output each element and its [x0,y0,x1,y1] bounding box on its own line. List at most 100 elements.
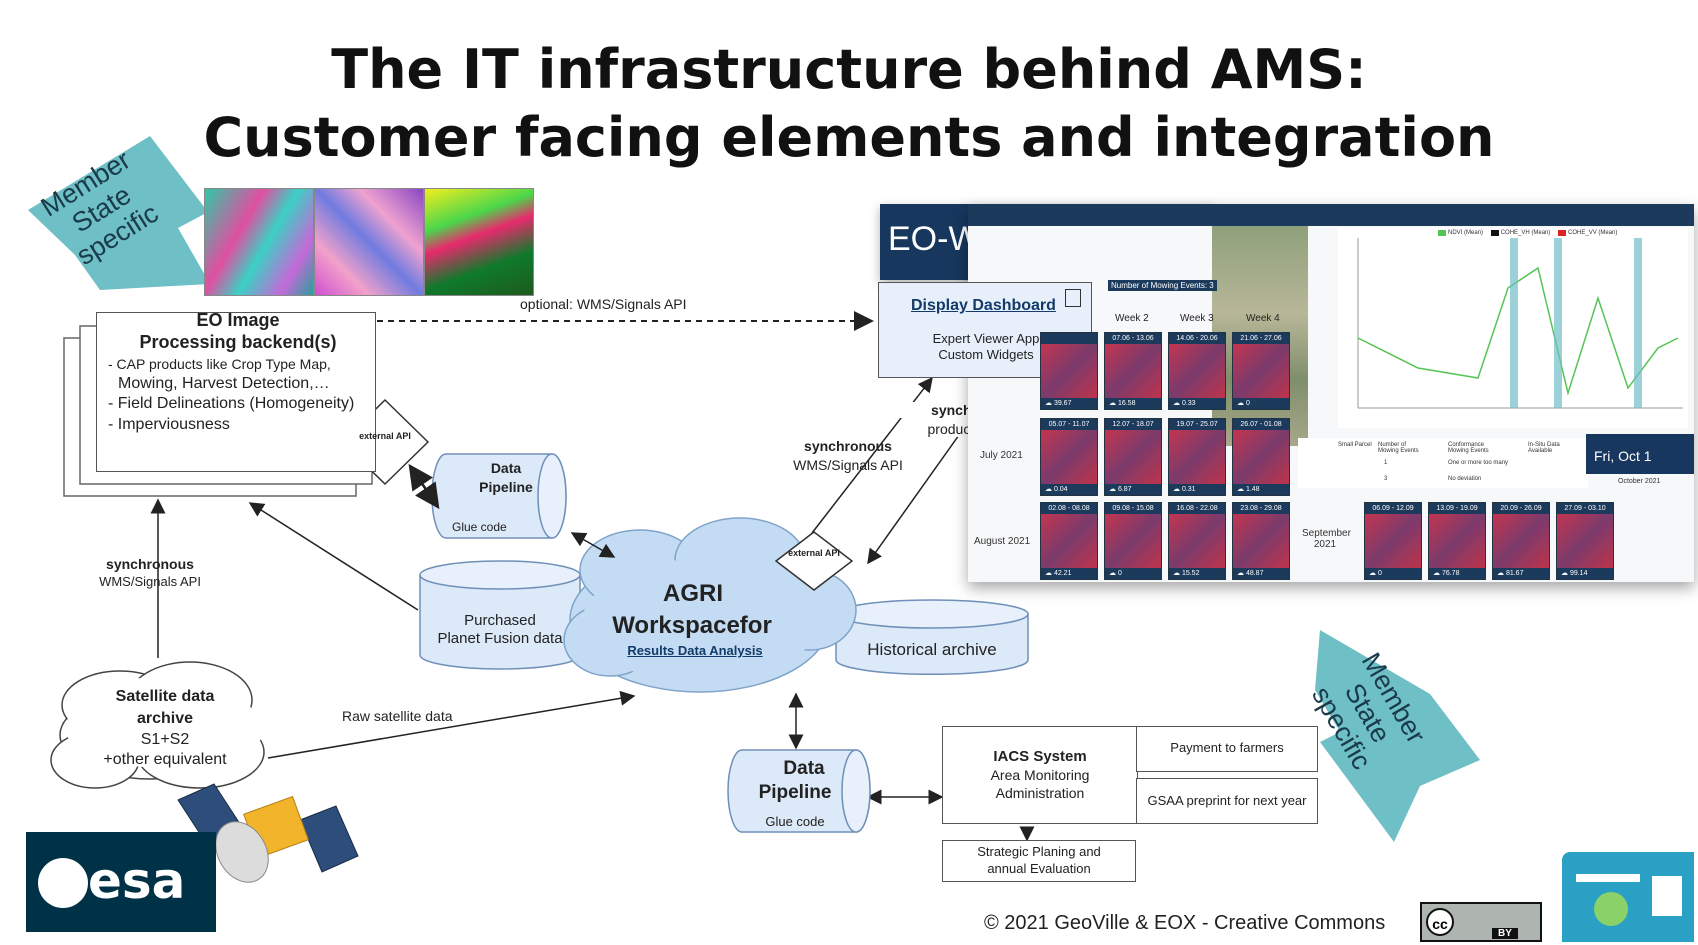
month-august: August 2021 [974,536,1031,547]
esa-logo-text: esa [88,852,186,910]
thumbnail-cloud-value: ☁ 39.67 [1041,398,1097,409]
map-thumbnail-2 [314,188,424,296]
thumbnail-date: 21.06 - 27.06 [1233,333,1289,344]
satellite-archive-cloud [50,661,265,789]
agri-results-link[interactable]: Results Data Analysis [627,643,763,658]
eo-title-1: EO Image [196,310,280,330]
th-insitu: In-Situ Data Available [1528,442,1560,454]
sync-mid-sub: WMS/Signals API [793,457,903,473]
thumbnail-cloud-value: ☁ 15.52 [1169,568,1225,579]
thumbnail-date: 27.09 - 03.10 [1557,503,1613,514]
agri-title-1: AGRI [663,580,723,607]
member-state-arrow-bottom [1315,630,1480,842]
widget-thumbnail[interactable]: ☁ 39.67 [1040,332,1098,410]
thumbnail-cloud-value: ☁ 76.78 [1429,568,1485,579]
pipeline-top-sub: Glue code [452,520,507,534]
iacs-l2: Area Monitoring [990,767,1090,783]
thumbnail-date: 13.09 - 19.09 [1429,503,1485,514]
thumbnail-cloud-value: ☁ 16.58 [1105,398,1161,409]
sat-archive-l3: S1+S2 [140,731,190,748]
chart-legend: NDVI (Mean) COHE_VH (Mean) COHE_VV (Mean… [1438,230,1618,236]
thumbnail-date: 20.09 - 26.09 [1493,503,1549,514]
app-icon[interactable] [1562,852,1694,942]
gsaa-label: GSAA preprint for next year [1147,793,1307,808]
dashboard-line1: Expert Viewer App [932,331,1040,346]
eo-bullet-1: - CAP products like Crop Type Map, [108,356,331,372]
widget-topbar [968,204,1694,226]
widget-thumbnail[interactable]: 16.08 - 22.08 ☁ 15.52 [1168,502,1226,580]
widget-table: Small Parcel Number of Mowing Events Con… [1298,438,1588,488]
slide-title-line1: The IT infrastructure behind AMS: [331,38,1367,101]
widget-thumbnail[interactable]: 21.06 - 27.06 ☁ 0 [1232,332,1290,410]
widget-thumbnail[interactable]: 13.09 - 19.09 ☁ 76.78 [1428,502,1486,580]
widget-thumbnail[interactable]: 20.09 - 26.09 ☁ 81.67 [1492,502,1550,580]
gsaa-box [1136,778,1318,824]
thumbnail-date: 14.06 - 20.06 [1169,333,1225,344]
thumbnail-date: 02.08 - 08.08 [1041,503,1097,514]
thumbnail-date: 16.08 - 22.08 [1169,503,1225,514]
th-small-parcel: Small Parcel [1338,442,1372,448]
thumbnail-cloud-value: ☁ 6.87 [1105,484,1161,495]
cc-badge[interactable]: cc BY [1420,902,1542,942]
slide-title-line2: Customer facing elements and integration [203,106,1495,169]
tr1-count: 1 [1384,460,1388,466]
legend-ndvi: NDVI (Mean) [1438,230,1484,236]
widget-thumbnail[interactable]: 12.07 - 18.07☁ 6.87 [1104,418,1162,496]
widget-thumbnail[interactable]: 05.07 - 11.07☁ 0.04 [1040,418,1098,496]
thumbnail-cloud-value: ☁ 0.04 [1041,484,1097,495]
thumbnail-cloud-value: ☁ 42.21 [1041,568,1097,579]
thumbnail-date: 06.09 - 12.09 [1365,503,1421,514]
week-3: Week 3 [1180,313,1214,324]
cc-icon: cc [1426,908,1454,936]
dashboard-link[interactable]: Display Dashboard [911,297,1056,314]
thumbnail-cloud-value: ☁ 0 [1105,568,1161,579]
by-icon-label: BY [1492,928,1518,939]
sync-left-sub: WMS/Signals API [99,574,201,589]
thumbnail-cloud-value: ☁ 0.31 [1169,484,1225,495]
external-window-icon[interactable] [1065,289,1081,307]
payment-label: Payment to farmers [1170,740,1284,755]
raw-data-label: Raw satellite data [342,708,453,724]
optional-link-label: optional: WMS/Signals API [520,296,687,312]
purchased-l1: Purchased [464,612,536,629]
th-num-mowing: Number of Mowing Events [1378,442,1419,454]
widget-thumbnail[interactable]: 06.09 - 12.09☁ 0 [1364,502,1422,580]
tr2-count: 3 [1384,476,1388,482]
thumbnail-cloud-value: ☁ 48.87 [1233,568,1289,579]
mowing-events-label: Number of Mowing Events: 3 [1108,280,1217,291]
calendar-month: October 2021 [1618,478,1661,485]
eo-external-api: external API [359,431,411,441]
widget-thumbnail[interactable]: 27.09 - 03.10☁ 99.14 [1556,502,1614,580]
sync-mid-title: synchronous [804,438,892,454]
sat-archive-l1: Satellite data [115,688,215,705]
thumbnail-cloud-value: ☁ 0.33 [1169,398,1225,409]
pipeline-top-title1: Data [490,460,522,476]
map-thumbnail-3 [424,188,534,296]
satellite-illustration [177,783,359,883]
strategic-l1: Strategic Planing and [977,844,1101,859]
widget-thumbnail[interactable]: 26.07 - 01.08☁ 1.48 [1232,418,1290,496]
historical-label: Historical archive [867,640,997,659]
thumbnail-cloud-value: ☁ 81.67 [1493,568,1549,579]
thumbnail-date: 23.08 - 29.08 [1233,503,1289,514]
thumbnail-date: 07.06 - 13.06 [1105,333,1161,344]
purchased-l2: Planet Fusion data [437,630,563,647]
thumbnail-date: 26.07 - 01.08 [1233,419,1289,430]
tr1-status: One or more too many [1448,460,1509,466]
member-state-arrow-top [28,136,210,290]
widget-thumbnail[interactable]: 07.06 - 13.06 ☁ 16.58 [1104,332,1162,410]
month-september: September 2021 [1302,528,1351,550]
legend-cohe-vv: COHE_VV (Mean) [1558,230,1618,236]
widget-thumbnail[interactable]: 02.08 - 08.08 ☁ 42.21 [1040,502,1098,580]
pipeline-bottom-sub: Glue code [765,814,825,829]
widget-thumbnail[interactable]: 09.08 - 15.08☁ 0 [1104,502,1162,580]
pipeline-bottom-title2: Pipeline [758,782,832,803]
date-badge-text: Fri, Oct 1 [1594,448,1652,464]
app-icon-globe [1594,892,1628,926]
widget-thumbnail[interactable]: 14.06 - 20.06 ☁ 0.33 [1168,332,1226,410]
widget-thumbnail[interactable]: 19.07 - 25.07☁ 0.31 [1168,418,1226,496]
widget-thumbnail[interactable]: 23.08 - 29.08 ☁ 48.87 [1232,502,1290,580]
thumbnail-cloud-value: ☁ 0 [1233,398,1289,409]
eo-bullet-3: - Field Delineations (Homogeneity) [108,395,355,412]
